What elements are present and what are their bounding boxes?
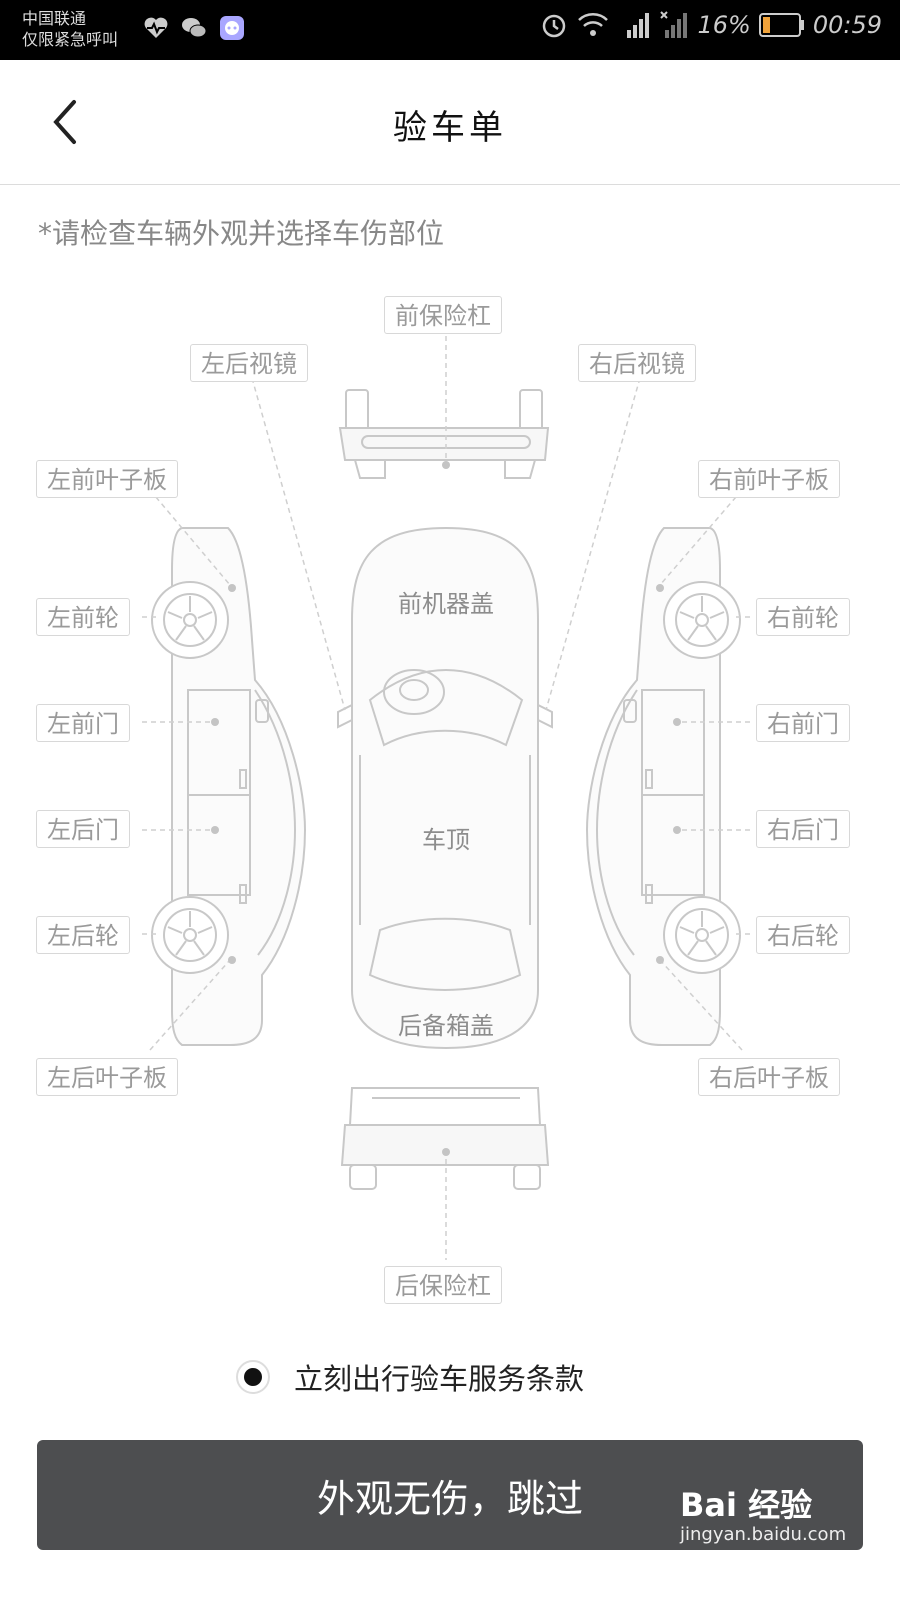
right-rear-wheel-label[interactable]: 右后轮: [756, 916, 850, 954]
terms-link[interactable]: 立刻出行验车服务条款: [294, 1362, 585, 1396]
left-front-door-label[interactable]: 左前门: [36, 704, 130, 742]
left-front-fender-label[interactable]: 左前叶子板: [36, 460, 178, 498]
back-button[interactable]: [40, 94, 90, 150]
left-front-wheel-label[interactable]: 左前轮: [36, 598, 130, 636]
instruction-text: *请检查车辆外观并选择车伤部位: [38, 217, 445, 250]
right-rear-fender-label[interactable]: 右后叶子板: [698, 1058, 840, 1096]
rear-bumper-label[interactable]: 后保险杠: [384, 1266, 502, 1304]
front-bumper-shape[interactable]: [338, 389, 550, 479]
part-dots: [211, 461, 681, 1156]
radio-checked-dot: [244, 1368, 262, 1386]
page-title: 验车单: [393, 108, 507, 148]
signal-2g-icon: [627, 13, 650, 38]
front-bumper-label[interactable]: 前保险杠: [384, 296, 502, 334]
carrier-info: 中国联通 仅限紧急呼叫: [22, 8, 118, 50]
rear-bumper-shape[interactable]: [340, 1087, 550, 1190]
notification-icons: [142, 14, 246, 42]
roof-label[interactable]: 车顶: [422, 826, 470, 854]
wifi-icon: [578, 13, 609, 36]
right-front-fender-label[interactable]: 右前叶子板: [698, 460, 840, 498]
left-rear-fender-label[interactable]: 左后叶子板: [36, 1058, 178, 1096]
car-top-view: [337, 526, 553, 1050]
system-status: 16% 00:59: [539, 10, 882, 40]
trunk-label[interactable]: 后备箱盖: [398, 1012, 494, 1040]
right-front-wheel-label[interactable]: 右前轮: [756, 598, 850, 636]
watermark-logo: Bai 经验: [680, 1486, 813, 1524]
right-rear-door-label[interactable]: 右后门: [756, 810, 850, 848]
messenger-icon: [220, 16, 244, 40]
health-icon: [144, 17, 168, 38]
carrier-status: 仅限紧急呼叫: [22, 30, 119, 49]
skip-button[interactable]: 外观无伤，跳过: [37, 1440, 863, 1550]
leader-lines: [142, 336, 750, 1260]
battery-icon: [758, 13, 804, 37]
right-side-view: [585, 527, 741, 1046]
right-front-door-label[interactable]: 右前门: [756, 704, 850, 742]
wechat-icon: [182, 18, 207, 38]
terms-row: 立刻出行验车服务条款: [236, 1356, 584, 1398]
clock: 00:59: [812, 11, 882, 39]
signal-no-sim-icon: [660, 11, 688, 38]
terms-radio[interactable]: [236, 1360, 270, 1394]
watermark-url: jingyan.baidu.com: [680, 1524, 847, 1545]
alarm-icon: [543, 14, 566, 38]
left-rear-door-label[interactable]: 左后门: [36, 810, 130, 848]
nav-bar: 验车单: [0, 60, 900, 185]
left-rear-wheel-label[interactable]: 左后轮: [36, 916, 130, 954]
right-mirror-label[interactable]: 右后视镜: [578, 344, 696, 382]
left-mirror-label[interactable]: 左后视镜: [190, 344, 308, 382]
left-side-view: [151, 527, 307, 1046]
status-bar: 中国联通 仅限紧急呼叫: [0, 0, 900, 60]
battery-percent: 16%: [697, 11, 751, 39]
baidu-watermark: Bai 经验 jingyan.baidu.com: [680, 1474, 880, 1554]
carrier-name: 中国联通: [22, 9, 87, 28]
chevron-left-icon: [53, 100, 76, 144]
hood-label[interactable]: 前机器盖: [398, 590, 494, 618]
